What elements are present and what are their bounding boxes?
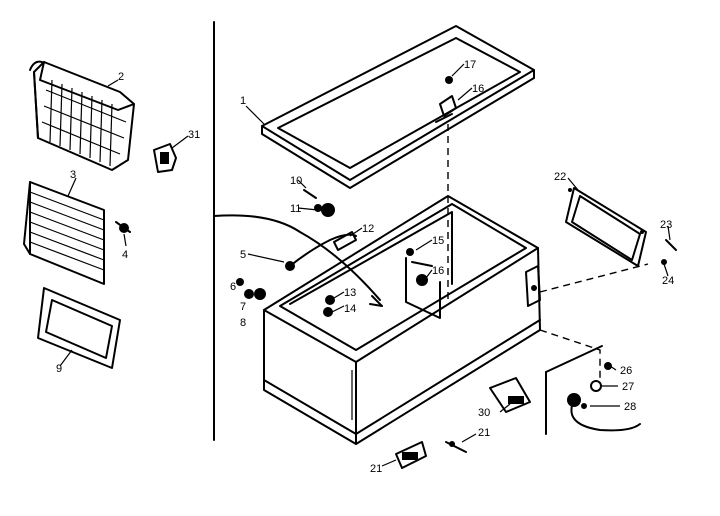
leveler-screw: [445, 441, 467, 453]
leveler-foot: [395, 441, 427, 469]
thermostat-knob: [303, 189, 335, 217]
callout-17: 17: [464, 59, 476, 71]
callout-3: 3: [70, 169, 76, 181]
lid-frame-small: [37, 287, 121, 369]
callout-16-inner: 16: [432, 265, 444, 277]
callout-22: 22: [554, 171, 566, 183]
callout-30: 30: [478, 407, 490, 419]
callout-8: 8: [240, 317, 246, 329]
drain-plug: [323, 295, 335, 317]
lid-hinge: [435, 76, 457, 123]
wire-harness: [213, 214, 383, 307]
callout-26: 26: [620, 365, 632, 377]
basket: [29, 60, 135, 171]
light-assembly: [236, 278, 266, 300]
callout-2: 2: [118, 71, 124, 83]
callout-28: 28: [624, 401, 636, 413]
callout-labels: 1 2 3 4 5 6 7 8 9 10 11 12 13 14 15 16 1…: [56, 59, 674, 475]
callout-13: 13: [344, 287, 356, 299]
freezer-lid: [261, 25, 535, 189]
grille-fastener: [115, 221, 131, 233]
callout-7: 7: [240, 301, 246, 313]
grille-panel: [23, 181, 105, 285]
inner-bracket: [406, 248, 433, 286]
toe-grille: [489, 377, 531, 413]
callout-12: 12: [362, 223, 374, 235]
callout-14: 14: [344, 303, 356, 315]
compressor-fittings: [545, 345, 641, 435]
callout-4: 4: [122, 249, 128, 261]
callout-24: 24: [662, 275, 674, 287]
callout-27: 27: [622, 381, 634, 393]
callout-21-screw: 21: [478, 427, 490, 439]
freezer-cabinet: [263, 195, 541, 445]
callout-6: 6: [230, 281, 236, 293]
callout-10: 10: [290, 175, 302, 187]
callout-5: 5: [240, 249, 246, 261]
side-latch: [525, 265, 541, 307]
callout-23: 23: [660, 219, 672, 231]
basket-clip: [153, 143, 177, 173]
assembly-guides: [447, 124, 649, 380]
leader-lines: [59, 63, 671, 467]
callout-31: 31: [188, 129, 200, 141]
callout-15: 15: [432, 235, 444, 247]
cover-screws: [661, 239, 677, 265]
compressor-cover: [565, 187, 647, 267]
callout-16-lid: 16: [472, 83, 484, 95]
callout-11: 11: [290, 203, 301, 215]
callout-21-foot: 21: [370, 463, 382, 475]
callout-9: 9: [56, 363, 62, 375]
callout-1: 1: [240, 95, 246, 107]
